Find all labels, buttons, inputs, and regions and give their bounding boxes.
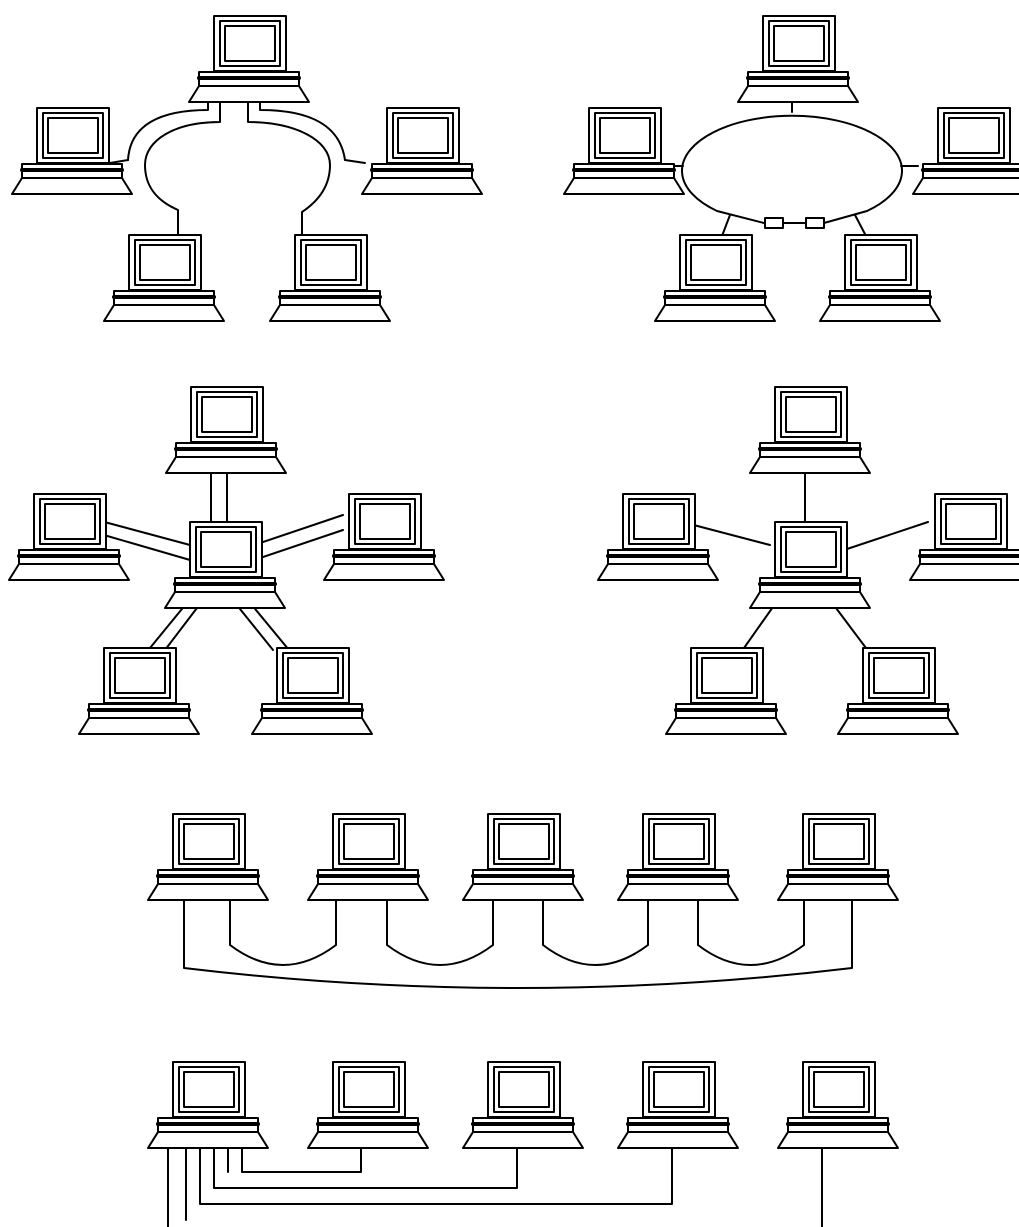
computer [818,233,942,323]
computer [653,233,777,323]
computer [10,106,134,196]
computer [776,812,900,902]
topology-bus-nested [146,1060,900,1227]
bus-nested-links [167,1142,823,1227]
star-double-cable-links [96,466,344,651]
computer [461,812,585,902]
hub-computer [163,520,287,610]
daisy-chain-links [183,892,853,989]
computer [748,385,872,475]
star-single-cable-links [685,466,929,649]
computer [306,1060,430,1150]
connector [805,217,825,229]
computer [596,492,720,582]
computer [77,646,201,736]
computer [164,385,288,475]
connector [764,217,784,229]
computer [187,14,311,104]
topology-star-double-cable [7,385,446,736]
computer [146,1060,270,1150]
computer [322,492,446,582]
computer [664,646,788,736]
ring-double-cable-links [109,94,366,236]
ring-ellipse-links [661,97,919,237]
computer [268,233,392,323]
topology-ring-ellipse [562,14,1019,323]
computer [776,1060,900,1150]
computer [736,14,860,104]
topology-ring-double-cable [10,14,484,323]
topology-star-single-cable [596,385,1019,736]
computer [616,1060,740,1150]
computer [908,492,1019,582]
computer [360,106,484,196]
hub-computer [748,520,872,610]
computer [461,1060,585,1150]
computer [911,106,1019,196]
computer [836,646,960,736]
computer [616,812,740,902]
topology-daisy-chain-loop [146,812,900,989]
computer [306,812,430,902]
computer [562,106,686,196]
computer [146,812,270,902]
computer [102,233,226,323]
computer [250,646,374,736]
